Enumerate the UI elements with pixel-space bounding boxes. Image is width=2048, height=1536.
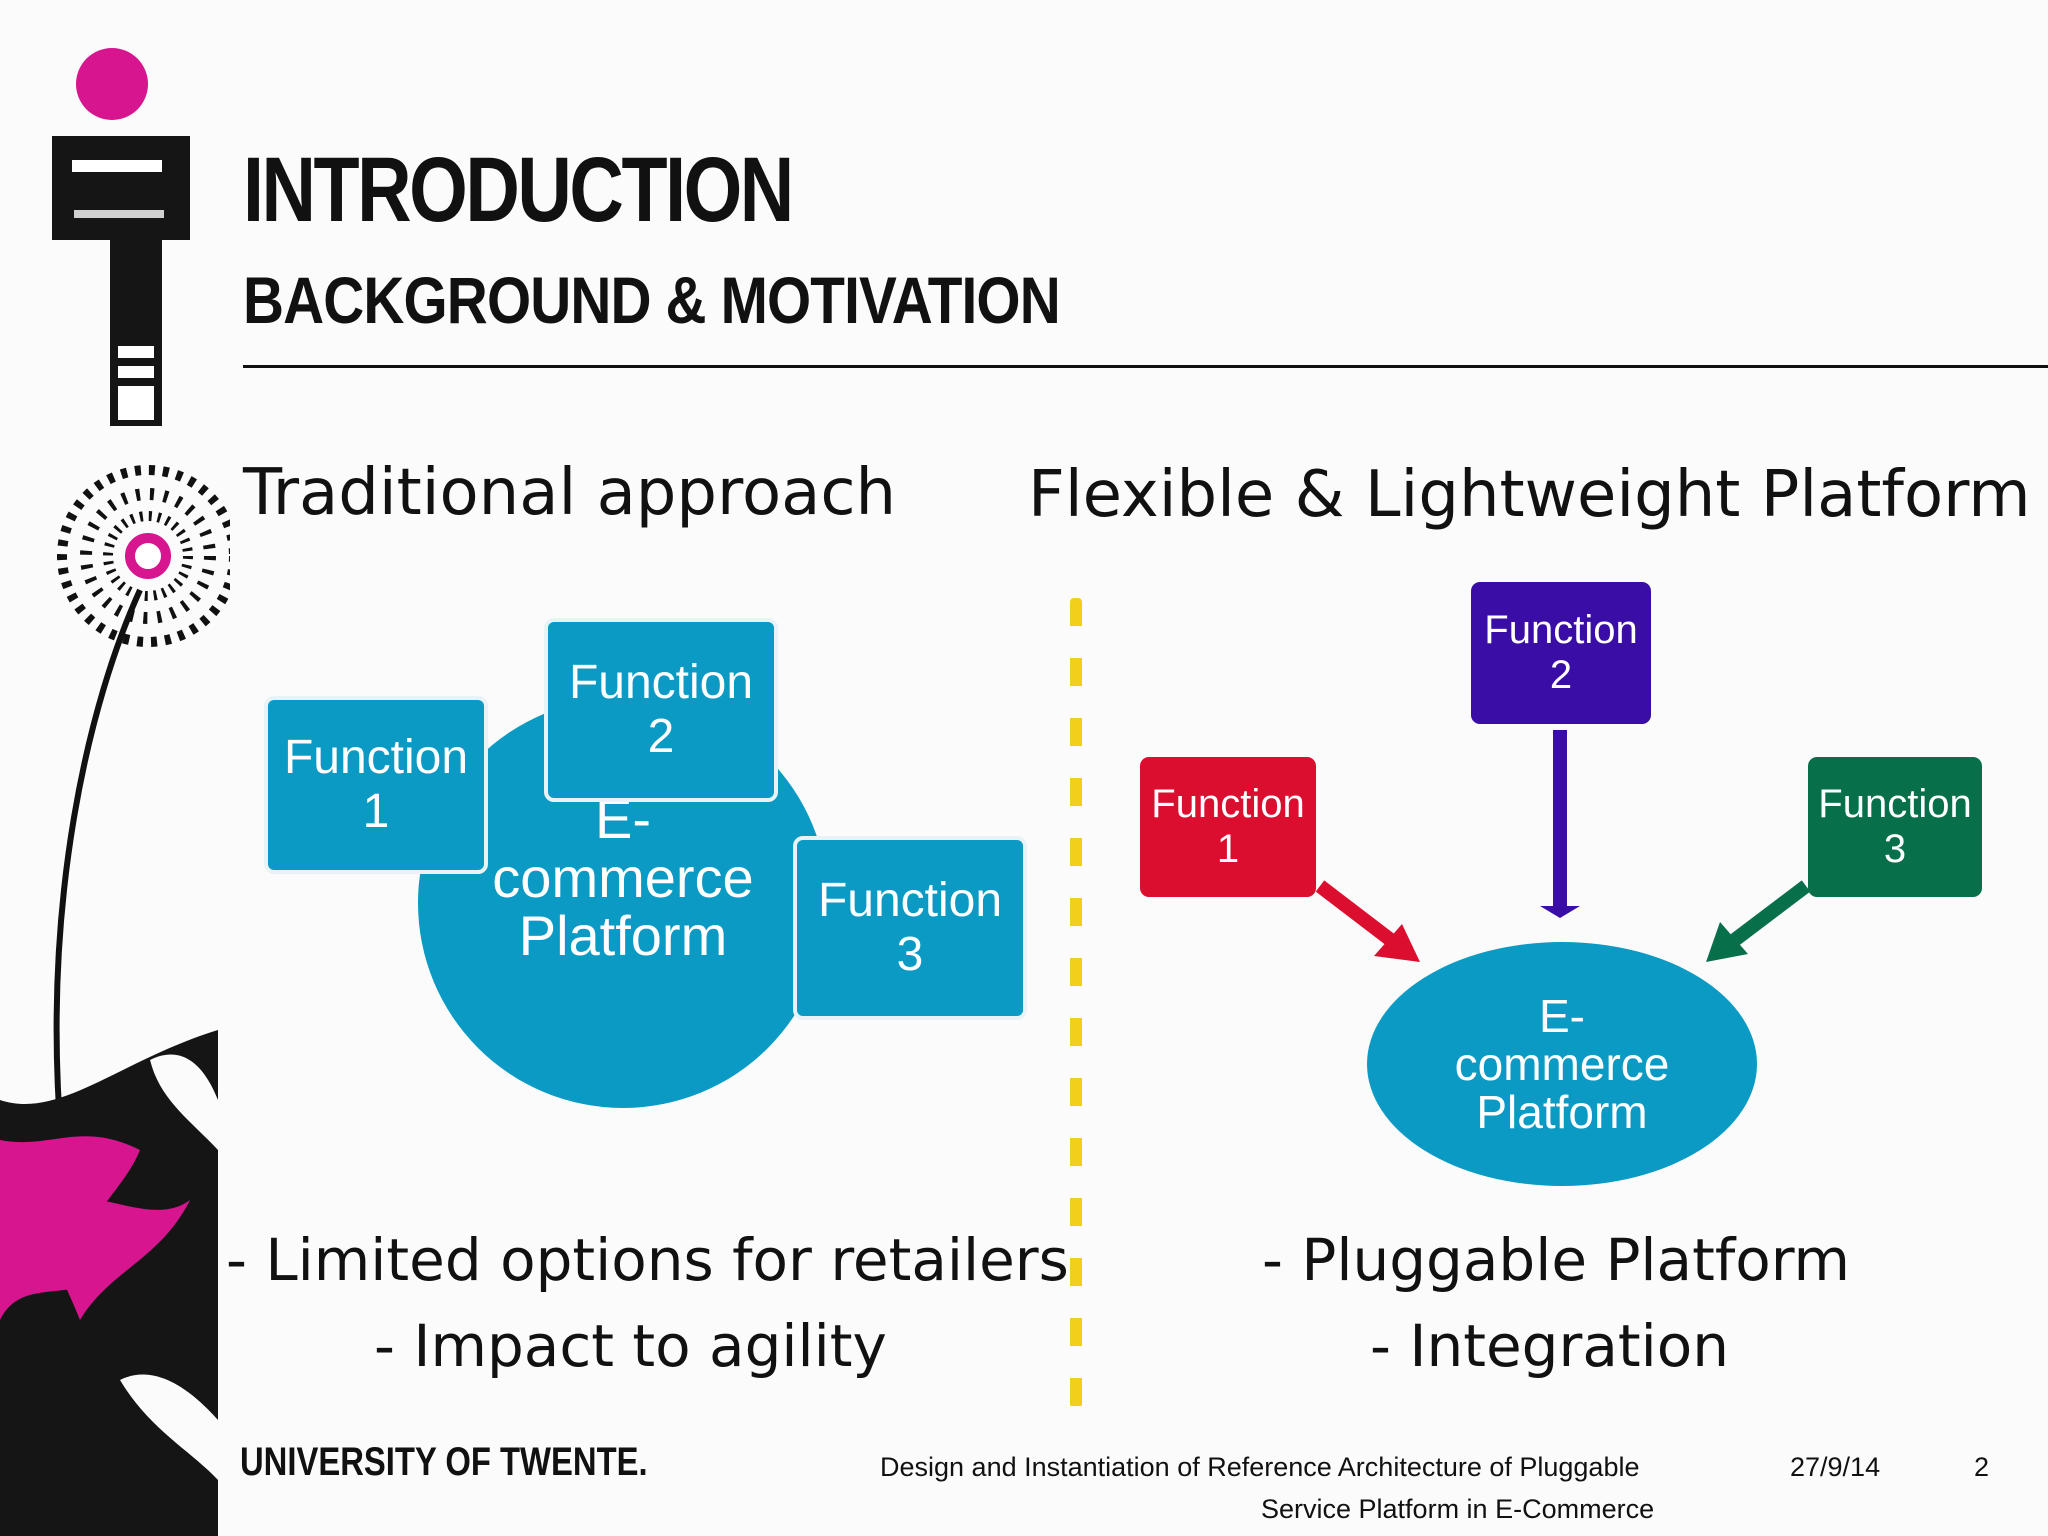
arrow-function-3: [1706, 880, 1811, 962]
right-function-3-number: 3: [1883, 827, 1907, 871]
slide-title: INTRODUCTION: [243, 139, 794, 241]
right-bullet-2: - Integration: [1370, 1312, 1729, 1380]
left-function-3-label: Function: [817, 874, 1003, 928]
left-function-1-number: 1: [362, 785, 390, 838]
right-function-1-label: Function: [1151, 782, 1305, 827]
flower-silhouette-icon: [0, 1030, 218, 1536]
left-function-2-box: Function 2: [544, 618, 778, 802]
left-bullet-2: - Impact to agility: [374, 1312, 887, 1380]
dandelion-icon: [53, 465, 230, 1151]
right-function-3-label: Function: [1818, 782, 1972, 827]
i-figure-icon: [52, 136, 190, 426]
right-arrows: [1315, 730, 1811, 962]
left-platform-line3: Platform: [518, 904, 728, 968]
right-platform-line3: Platform: [1476, 1086, 1648, 1139]
right-platform-line2: commerce: [1454, 1037, 1670, 1090]
left-platform-line2: commerce: [492, 845, 754, 909]
slide-subtitle: BACKGROUND & MOTIVATION: [243, 263, 1061, 337]
pink-dot: [76, 48, 148, 120]
left-heading: Traditional approach: [243, 456, 897, 530]
right-function-2-number: 2: [1549, 653, 1573, 697]
right-function-1-number: 1: [1216, 827, 1240, 871]
arrow-function-1: [1315, 880, 1420, 962]
left-function-3-box: Function 3: [793, 836, 1027, 1020]
right-platform-ellipse: E- commerce Platform: [1367, 942, 1757, 1186]
right-function-3-box: Function 3: [1808, 757, 1982, 897]
right-bullet-1: - Pluggable Platform: [1262, 1226, 1851, 1294]
right-heading: Flexible & Lightweight Platform: [1028, 458, 2031, 532]
left-function-1-box: Function 1: [264, 696, 488, 874]
column-divider: [1070, 598, 1082, 1408]
arrow-function-2: [1540, 730, 1580, 918]
left-function-2-number: 2: [647, 710, 675, 763]
title-divider: [243, 365, 2048, 368]
footer-description-line1: Design and Instantiation of Reference Ar…: [880, 1452, 1640, 1482]
page-number: 2: [1974, 1452, 1990, 1482]
university-logo: UNIVERSITY OF TWENTE.: [240, 1440, 648, 1484]
left-bullet-1: - Limited options for retailers: [226, 1226, 1069, 1294]
left-function-2-label: Function: [568, 656, 754, 710]
university-decoration: [0, 48, 230, 1536]
footer-description-line2: Service Platform in E-Commerce: [1261, 1494, 1655, 1524]
right-function-2-box: Function 2: [1471, 582, 1651, 724]
right-function-1-box: Function 1: [1140, 757, 1316, 897]
footer-date: 27/9/14: [1790, 1452, 1881, 1482]
left-function-1-label: Function: [283, 731, 469, 785]
right-platform-line1: E-: [1539, 989, 1585, 1042]
right-function-2-label: Function: [1484, 608, 1638, 653]
left-function-3-number: 3: [896, 928, 924, 981]
